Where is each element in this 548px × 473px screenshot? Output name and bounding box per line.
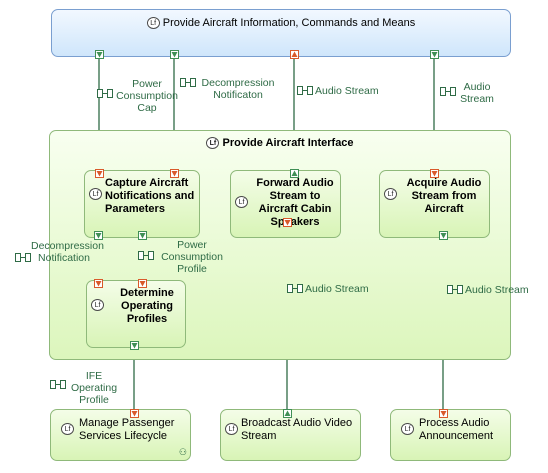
diagram-link-icon: ⚇ <box>178 447 187 457</box>
input-port[interactable] <box>95 169 104 178</box>
exchange-item-icon <box>97 89 113 98</box>
logical-function-icon: Lf <box>225 423 238 435</box>
function-label: Broadcast Audio Video Stream <box>241 417 353 442</box>
function-label: Capture Aircraft Notifications and Param… <box>105 177 195 215</box>
logical-function-icon: Lf <box>206 137 220 150</box>
exchange-label-audio-mid2: Audio Stream <box>465 284 529 296</box>
function-label: Manage Passenger Services Lifecycle <box>79 417 175 442</box>
output-port[interactable] <box>283 409 292 418</box>
exchange-label-decomp-top: Decompression Notificaton <box>201 77 275 101</box>
function-process-audio-announcement[interactable]: Lf Process Audio Announcement <box>390 409 511 461</box>
function-label: Provide Aircraft Interface <box>222 137 354 149</box>
function-capture-aircraft-notifications[interactable]: Lf Capture Aircraft Notifications and Pa… <box>84 170 200 238</box>
function-provide-aircraft-information[interactable]: Lf Provide Aircraft Information, Command… <box>51 9 511 57</box>
exchange-label-power-cap: Power Consumption Cap <box>116 78 178 114</box>
exchange-label-audio-top1: Audio Stream <box>315 85 379 97</box>
logical-function-icon: Lf <box>401 423 414 435</box>
exchange-item-icon <box>297 86 313 95</box>
output-port[interactable] <box>95 50 104 59</box>
exchange-item-icon <box>15 253 31 262</box>
function-label: Determine Operating Profiles <box>120 287 174 325</box>
exchange-label-ife-profile: IFE Operating Profile <box>70 370 118 406</box>
function-manage-passenger-services[interactable]: Lf Manage Passenger Services Lifecycle ⚇ <box>50 409 191 461</box>
input-port[interactable] <box>170 169 179 178</box>
exchange-item-icon <box>50 380 66 389</box>
function-determine-operating-profiles[interactable]: Lf Determine Operating Profiles <box>86 280 186 348</box>
input-port[interactable] <box>430 169 439 178</box>
logical-function-icon: Lf <box>89 188 102 200</box>
output-port[interactable] <box>94 231 103 240</box>
output-port[interactable] <box>170 50 179 59</box>
input-port[interactable] <box>283 218 292 227</box>
output-port[interactable] <box>439 231 448 240</box>
input-port[interactable] <box>94 279 103 288</box>
function-label: Forward Audio Stream to Aircraft Cabin S… <box>256 177 334 228</box>
input-port[interactable] <box>130 409 139 418</box>
exchange-item-icon <box>440 87 456 96</box>
logical-function-icon: Lf <box>91 299 104 311</box>
input-port[interactable] <box>439 409 448 418</box>
function-label: Acquire Audio Stream from Aircraft <box>406 177 482 215</box>
logical-function-icon: Lf <box>61 423 74 435</box>
logical-function-icon: Lf <box>384 188 397 200</box>
function-label: Provide Aircraft Information, Commands a… <box>162 17 416 29</box>
function-forward-audio-stream[interactable]: Lf Forward Audio Stream to Aircraft Cabi… <box>230 170 341 238</box>
function-label: Process Audio Announcement <box>419 417 493 442</box>
output-port[interactable] <box>138 231 147 240</box>
exchange-item-icon <box>180 78 196 87</box>
exchange-label-power-profile: Power Consumption Profile <box>161 239 223 275</box>
output-port[interactable] <box>430 50 439 59</box>
logical-function-icon: Lf <box>235 196 248 208</box>
exchange-item-icon <box>447 285 463 294</box>
exchange-label-decomp-inner: Decompression Notification <box>31 240 104 264</box>
function-acquire-audio-stream[interactable]: Lf Acquire Audio Stream from Aircraft <box>379 170 490 238</box>
output-port[interactable] <box>290 169 299 178</box>
exchange-label-audio-mid1: Audio Stream <box>305 283 369 295</box>
output-port[interactable] <box>130 341 139 350</box>
exchange-item-icon <box>287 284 303 293</box>
exchange-item-icon <box>138 251 154 260</box>
logical-function-icon: Lf <box>146 17 160 30</box>
exchange-label-audio-top2: Audio Stream <box>460 81 494 105</box>
input-port[interactable] <box>290 50 299 59</box>
input-port[interactable] <box>138 279 147 288</box>
